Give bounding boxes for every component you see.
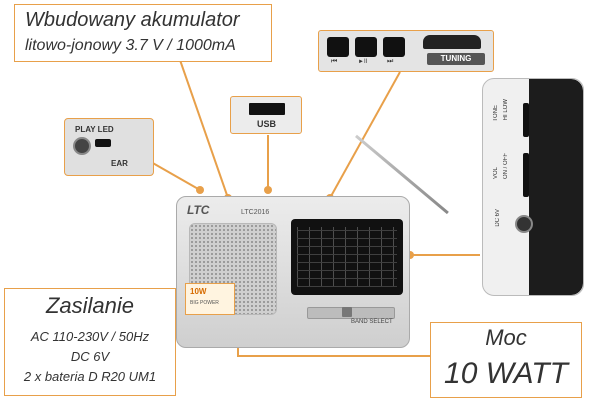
volume-knob[interactable] [523,153,529,197]
usb-callout: USB [230,96,302,134]
power-callout: Zasilanie AC 110-230V / 50Hz DC 6V 2 x b… [4,288,176,396]
output-title: Moc [485,325,527,350]
battery-subtitle: litowo-jonowy 3.7 V / 1000mA [25,37,236,54]
band-select-label: BAND SELECT [351,319,393,325]
controls-callout: ⏮ ►II ⏭ TUNING [318,30,494,72]
model-label: LTC2016 [241,209,270,216]
prev-icon: ⏮ [331,58,338,65]
tuning-knob[interactable] [423,35,481,49]
power-line-3: 2 x bateria D R20 UM1 [23,369,157,384]
slider-handle[interactable] [342,307,352,317]
next-icon: ⏭ [387,58,394,65]
output-callout: Moc 10 WATT [430,322,582,398]
dc-label: DC 6V [495,209,501,227]
tuning-dial [291,219,403,295]
prev-button[interactable] [327,37,349,57]
battery-callout: Wbudowany akumulator litowo-jonowy 3.7 V… [14,4,272,62]
dc-jack-icon [515,215,533,233]
earjack-callout: PLAY LED EAR [64,118,154,176]
tone-label: TONE [493,105,499,122]
vol-label: VOL [493,167,499,180]
power-line-2: DC 6V [70,349,110,364]
power-line-1: AC 110-230V / 50Hz [30,329,150,344]
tone-switch[interactable] [523,103,529,137]
usb-port-icon [249,103,285,115]
play-led-label: PLAY LED [75,125,114,134]
play-led-icon [95,139,111,147]
band-select-slider[interactable] [307,307,395,319]
power-badge: 10W BIG POWER [185,283,235,315]
on-off-label: ON / OFF [503,153,509,179]
play-pause-icon: ►II [358,59,368,65]
badge-text: 10W [190,287,207,296]
badge-subtext: BIG POWER [190,300,219,306]
next-button[interactable] [383,37,405,57]
usb-label: USB [257,119,277,129]
side-panel-dark [529,79,583,295]
radio-body: LTC LTC2016 10W BIG POWER BAND SELECT [176,196,410,348]
ear-jack-icon [73,137,91,155]
brand-logo: LTC [187,203,210,217]
tone-positions: HI LOW [503,99,509,121]
output-value: 10 WATT [444,357,568,390]
dial-scale [297,227,397,287]
power-title: Zasilanie [45,293,135,318]
ear-label: EAR [111,159,128,168]
side-panel: TONE HI LOW VOL ON / OFF DC 6V [482,78,584,296]
tuning-label: TUNING [427,53,485,65]
battery-title: Wbudowany akumulator [25,9,240,31]
play-pause-button[interactable] [355,37,377,57]
